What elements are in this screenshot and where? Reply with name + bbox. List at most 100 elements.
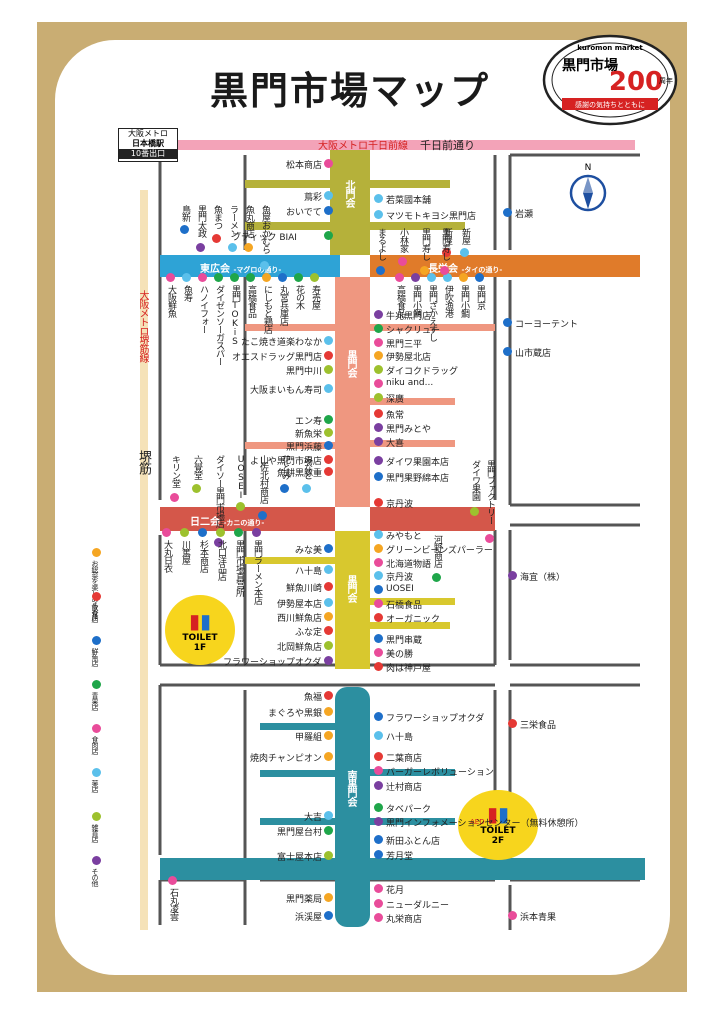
shop-label[interactable]: フラワーショップオクダ — [386, 714, 485, 724]
shop-label[interactable]: 焼肉チャンピオン — [250, 754, 322, 764]
shop-label[interactable]: 京丹波 — [386, 500, 414, 510]
shop-label[interactable]: 黒門ラーメン本店 — [252, 540, 262, 604]
shop-label[interactable]: ハ十島 — [295, 567, 323, 577]
shop-label[interactable]: UOSEI — [386, 584, 414, 594]
shop-label[interactable]: 黒門寿し — [420, 228, 430, 260]
shop-label[interactable]: 高橋食品 — [395, 285, 405, 317]
shop-label[interactable]: 魚常 — [386, 411, 405, 421]
shop-label[interactable]: ふな定 — [295, 628, 323, 638]
shop-label[interactable]: 川篤屋 — [180, 540, 190, 564]
shop-label[interactable]: にしもと鶏店 — [262, 285, 272, 333]
shop-label[interactable]: ダイワ果園 — [470, 460, 480, 500]
shop-label[interactable]: 魚丸商店 — [244, 205, 254, 237]
shop-label[interactable]: コーヨーテント — [515, 320, 579, 330]
shop-label[interactable]: ハノイフォー — [198, 285, 208, 333]
shop-label[interactable]: 黒門浜藤 — [286, 443, 323, 453]
shop-label[interactable]: UOSEI — [236, 455, 246, 500]
shop-label[interactable]: オエスドラッグ黒門店 — [232, 353, 323, 363]
shop-label[interactable]: オーガニック — [386, 615, 441, 625]
shop-label[interactable]: 花月 — [386, 886, 405, 896]
shop-label[interactable]: まるよし — [376, 228, 386, 260]
shop-label[interactable]: ダイワ果園本店 — [386, 458, 450, 468]
shop-label[interactable]: 大吉 — [304, 813, 323, 823]
shop-label[interactable]: 伊勢屋本店 — [277, 600, 323, 610]
shop-label[interactable]: 丸宮兵庫店 — [278, 285, 288, 325]
shop-label[interactable]: 富士屋本店 — [277, 853, 323, 863]
shop-label[interactable]: 黒門ざかえすし — [427, 285, 437, 341]
shop-label[interactable]: ダイソー黒門市場店 — [214, 455, 224, 527]
shop-label[interactable]: 魚耕黒豚重 — [277, 469, 323, 479]
shop-label[interactable]: マツモトキヨシ黒門店 — [386, 212, 477, 222]
shop-label[interactable]: 小林家 — [398, 228, 408, 252]
shop-label[interactable]: 北口洋品店 — [216, 540, 226, 580]
shop-label[interactable]: シャクリュー — [386, 326, 441, 336]
shop-label[interactable]: ダイコクドラッグ — [386, 367, 459, 377]
shop-label[interactable]: 高橋食品 — [246, 285, 256, 317]
shop-label[interactable]: 黒門ファクトリー — [485, 460, 495, 524]
shop-label[interactable]: ラーメン — [228, 205, 238, 237]
shop-label[interactable]: 魚福 — [304, 693, 323, 703]
shop-label[interactable]: 黒門市場直営所 — [234, 540, 244, 596]
shop-label[interactable]: 鮮魚川崎 — [286, 584, 323, 594]
shop-label[interactable]: 松本商店 — [286, 161, 323, 171]
shop-label[interactable]: 美の勝 — [386, 650, 414, 660]
shop-label[interactable]: ダイゼンソーガスパー — [214, 285, 224, 365]
shop-label[interactable]: グリーンビーンズパーラー — [386, 546, 493, 556]
shop-label[interactable]: 大丸日衣 — [162, 540, 172, 572]
shop-label[interactable]: 魚寿 — [182, 285, 192, 301]
shop-label[interactable]: 山市蔵店 — [515, 349, 552, 359]
shop-label[interactable]: 杉本商店 — [198, 540, 208, 572]
shop-label[interactable]: 黒門太政 — [196, 205, 206, 237]
toilet-2f[interactable]: ▮▮ TOILET 2F — [458, 790, 538, 860]
shop-label[interactable]: 浜本青果 — [520, 913, 557, 923]
shop-label[interactable]: 花とみ — [280, 455, 290, 479]
shop-label[interactable]: 黒門果野綿本店 — [386, 474, 450, 484]
shop-label[interactable]: 黒門小鯛 — [459, 285, 469, 317]
toilet-1f[interactable]: ▮▮ TOILET 1F — [165, 595, 235, 665]
shop-label[interactable]: みなと — [302, 455, 312, 479]
shop-label[interactable]: まぐろや黒銀 — [268, 709, 323, 719]
shop-label[interactable]: 芳月堂 — [386, 852, 414, 862]
shop-label[interactable]: タベパーク — [386, 805, 432, 815]
shop-label[interactable]: 北岡鮮魚店 — [277, 643, 323, 653]
shop-label[interactable]: バーガーレボリューション — [386, 768, 494, 778]
shop-label[interactable]: 深廣 — [386, 395, 405, 405]
shop-label[interactable]: 黒門薬局 — [286, 895, 323, 905]
shop-label[interactable]: 新屋 — [442, 228, 452, 244]
shop-label[interactable]: 黒門TOKiS — [230, 285, 240, 346]
shop-label[interactable]: 西川鮮魚店 — [277, 614, 323, 624]
shop-label[interactable]: 丸栄商店 — [386, 915, 423, 925]
shop-label[interactable]: 魚屋おかむら — [260, 205, 270, 253]
shop-label[interactable]: 二葉商店 — [386, 754, 423, 764]
shop-label[interactable]: 六覺堂 — [192, 455, 202, 479]
shop-label[interactable]: 黒門三平 — [386, 340, 423, 350]
shop-label[interactable]: 伊勢屋北店 — [386, 353, 432, 363]
shop-label[interactable]: 蔦彩 — [304, 193, 323, 203]
shop-label[interactable]: みやもと — [386, 532, 422, 542]
shop-label[interactable]: 河野商店 — [432, 535, 442, 567]
shop-label[interactable]: キリン堂 — [170, 455, 180, 487]
shop-label[interactable]: 新田ふとん店 — [386, 837, 441, 847]
shop-label[interactable]: 黒門インフォメーションセンター（無料休憩所） — [386, 819, 584, 829]
shop-label[interactable]: 黒門京 — [475, 285, 485, 309]
shop-label[interactable]: 若菜國本舗 — [386, 196, 432, 206]
shop-label[interactable]: ブティック BIAI — [232, 233, 297, 243]
shop-label[interactable]: ニューダルニー — [386, 901, 450, 911]
shop-label[interactable]: おいでて — [286, 208, 322, 218]
shop-label[interactable]: 海宜（株） — [520, 573, 566, 583]
shop-label[interactable]: 石橋食品 — [386, 601, 423, 611]
shop-label[interactable]: エン寿 — [295, 417, 323, 427]
shop-label[interactable]: 大阪まいもん寿司 — [250, 386, 323, 396]
shop-label[interactable]: ハ十島 — [386, 733, 414, 743]
shop-label[interactable]: 黒門寿し — [440, 228, 450, 260]
shop-label[interactable]: みな美 — [295, 546, 323, 556]
shop-label[interactable]: 甲羅組 — [295, 733, 323, 743]
shop-label[interactable]: たこ焼き道楽わなか — [241, 338, 323, 348]
shop-label[interactable]: フラワーショップオクダ — [223, 658, 322, 668]
shop-label[interactable]: 魚まつ — [212, 205, 222, 229]
shop-label[interactable]: 新魚栄 — [295, 430, 323, 440]
shop-label[interactable]: 黒門屋台村 — [277, 828, 323, 838]
shop-label[interactable]: 辻村商店 — [386, 783, 423, 793]
shop-label[interactable]: 黒門小鯛 — [411, 285, 421, 317]
shop-label[interactable]: 大阪鮮魚 — [166, 285, 176, 317]
